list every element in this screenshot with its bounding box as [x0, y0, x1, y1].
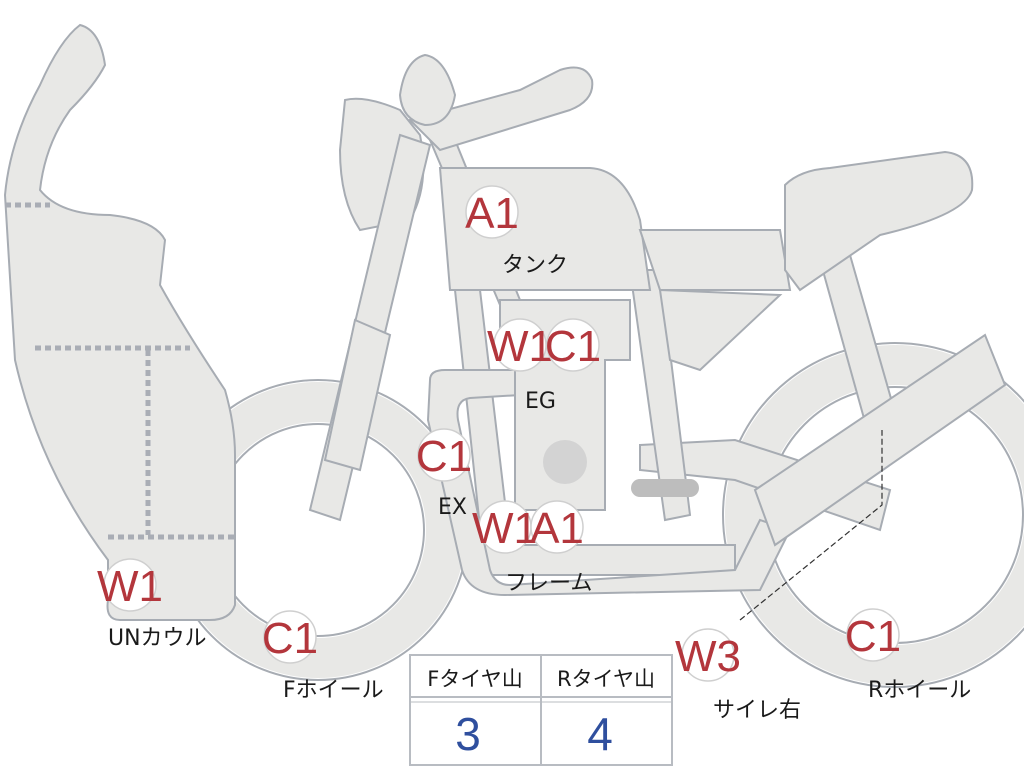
table-header-rear: Rタイヤ山: [557, 667, 655, 691]
mirror: [398, 53, 457, 127]
frame-rail: [628, 269, 692, 522]
label-tank: タンク: [502, 253, 568, 278]
label-f-wheel: Fホイール: [283, 678, 384, 703]
badge-tank-text: A1: [465, 189, 519, 238]
label-side: サイレ右: [713, 698, 801, 723]
badge-frame-a-text: A1: [530, 504, 584, 553]
table-value-front: 3: [455, 708, 481, 760]
handlebar: [408, 66, 594, 152]
fork-guard: [323, 318, 392, 472]
label-eg: EG: [525, 389, 556, 414]
badge-ex-text: C1: [416, 432, 472, 481]
badge-tank: A1: [465, 185, 519, 239]
seat: [784, 150, 974, 292]
table-value-rear: 4: [587, 708, 613, 760]
label-ex: EX: [438, 495, 467, 520]
badge-f-wheel-text: C1: [262, 614, 318, 663]
badge-r-wheel-text: C1: [845, 612, 901, 661]
badge-ex: C1: [416, 428, 472, 482]
tail-cover: [658, 288, 783, 372]
badge-cowl: W1: [97, 558, 163, 612]
label-frame: フレーム: [505, 571, 592, 596]
badge-eg-w-text: W1: [487, 322, 553, 371]
side-cover: [638, 229, 792, 291]
badge-r-wheel: C1: [845, 608, 901, 662]
exhaust-pipe: [426, 369, 792, 597]
badge-eg-w: W1: [487, 318, 553, 372]
label-cowl: UNカウル: [108, 626, 207, 651]
badge-eg-c-text: C1: [545, 322, 601, 371]
table-header-front: Fタイヤ山: [427, 667, 522, 691]
badge-side: W3: [675, 628, 741, 682]
badge-frame-w: W1: [472, 500, 538, 554]
badge-frame-w-text: W1: [472, 504, 538, 553]
badge-eg-c: C1: [545, 318, 601, 372]
label-r-wheel: Rホイール: [868, 678, 971, 703]
silencer-leader-line: [739, 430, 883, 621]
engine-cover: [543, 440, 587, 484]
badge-frame-a: A1: [530, 500, 584, 554]
badge-cowl-text: W1: [97, 562, 163, 611]
tire-tread-table: Fタイヤ山 Rタイヤ山 3 4: [409, 654, 673, 766]
badge-side-text: W3: [675, 632, 741, 681]
under-cowl: [3, 23, 236, 621]
muffler: [753, 333, 1007, 547]
badge-f-wheel: C1: [262, 610, 318, 664]
